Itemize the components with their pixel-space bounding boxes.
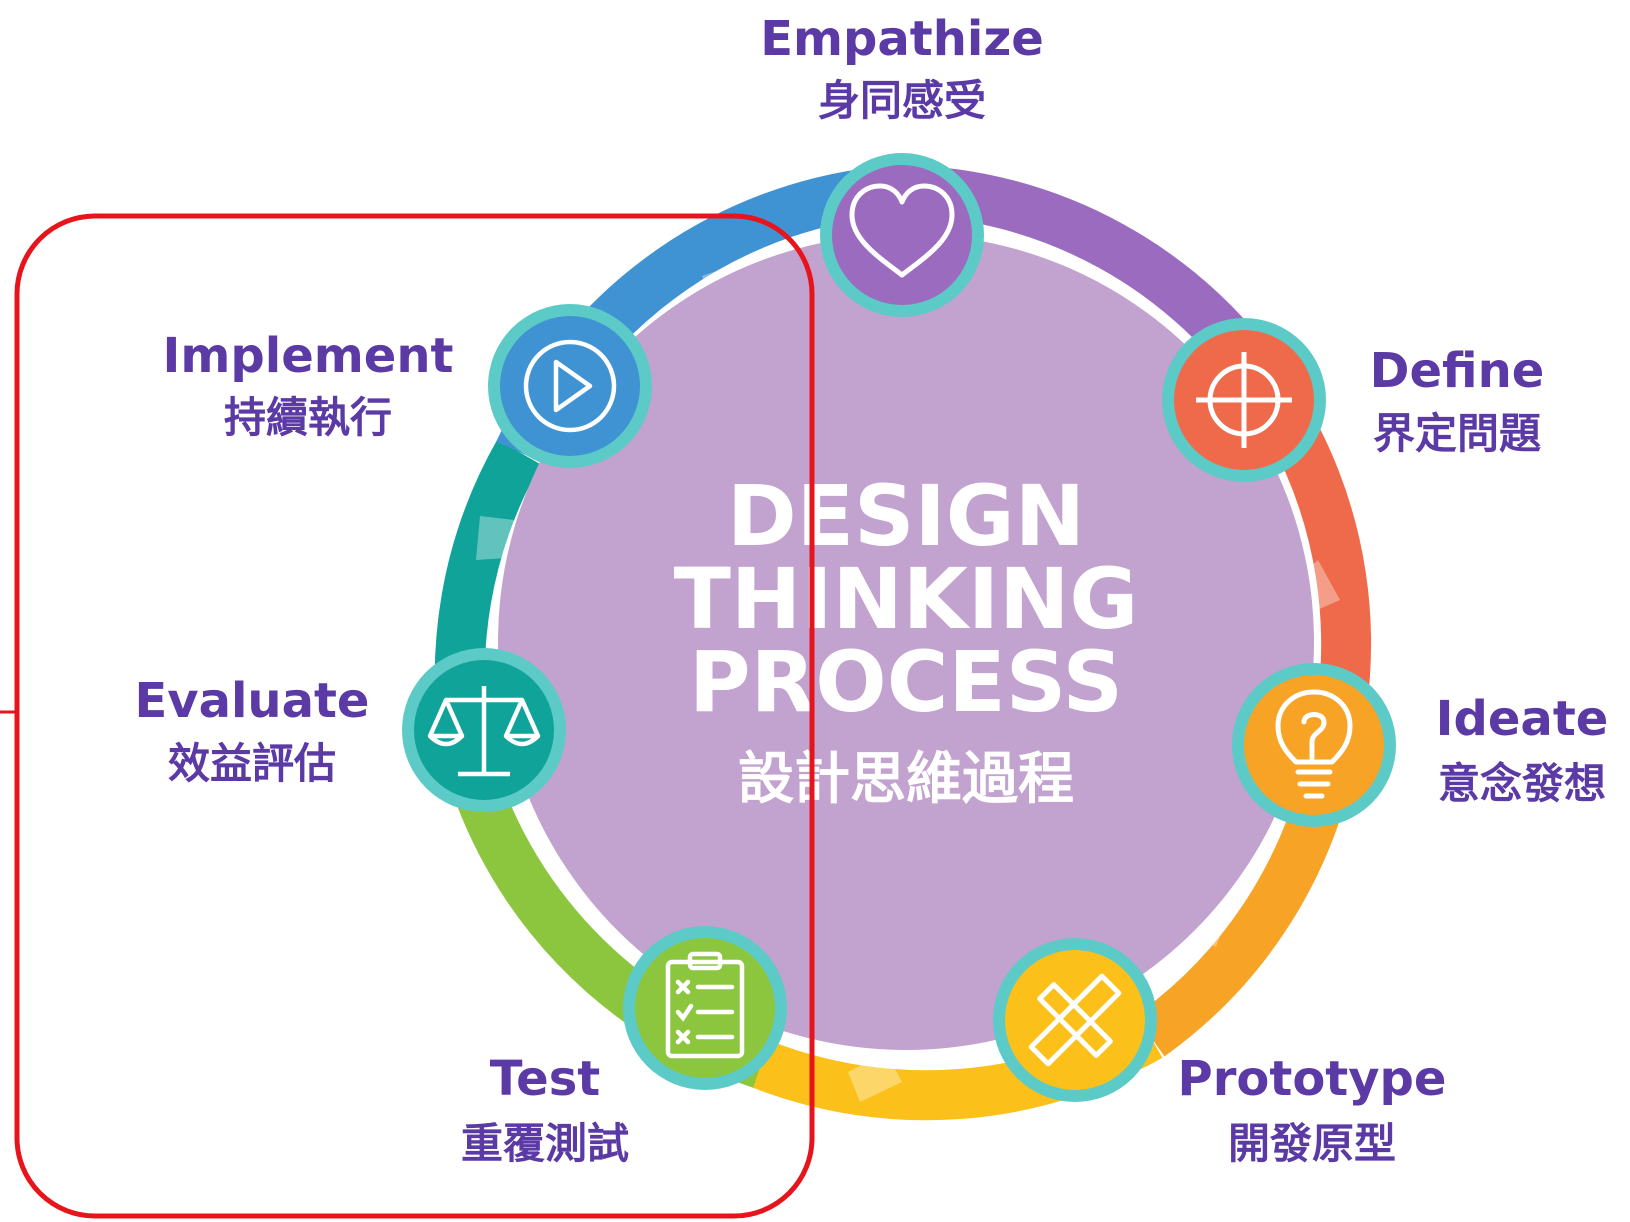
label-prototype-zh: 開發原型 xyxy=(1228,1119,1396,1168)
label-ideate-zh: 意念發想 xyxy=(1438,759,1606,808)
node-empathize xyxy=(820,153,984,317)
stage-labels: Empathize 身同感受 Define 界定問題 Ideate 意念發想 P… xyxy=(135,11,1609,1168)
clipboard-board xyxy=(665,959,745,1059)
ruler-pencil-icon xyxy=(1028,973,1122,1067)
label-empathize-en: Empathize xyxy=(760,11,1044,67)
lightbulb-filament xyxy=(1301,712,1327,761)
node-ideate xyxy=(1232,663,1396,827)
play-circle xyxy=(523,339,617,433)
center-title-zh: 設計思維過程 xyxy=(738,747,1074,812)
ruler-tick xyxy=(1068,999,1079,1010)
label-test-en: Test xyxy=(490,1051,600,1107)
node-prototype xyxy=(993,938,1157,1102)
ruler-shape xyxy=(1028,973,1122,1067)
check-mark-x xyxy=(675,1029,691,1045)
pencil-shape xyxy=(1037,982,1113,1058)
center-title-line-1: DESIGN xyxy=(727,467,1085,565)
label-implement-en: Implement xyxy=(163,328,454,384)
balance-scale-icon xyxy=(427,686,541,777)
center-title: DESIGN THINKING PROCESS 設計思維過程 xyxy=(674,467,1139,812)
node-implement xyxy=(488,304,652,468)
ring-chevron xyxy=(476,516,514,560)
node-test xyxy=(623,926,787,1090)
label-ideate-en: Ideate xyxy=(1436,691,1609,747)
label-empathize-zh: 身同感受 xyxy=(818,76,986,125)
ruler-tick xyxy=(1080,987,1091,998)
center-title-line-3: PROCESS xyxy=(689,633,1123,731)
lightbulb-icon xyxy=(1275,689,1353,799)
label-define-zh: 界定問題 xyxy=(1373,409,1541,458)
ring-chevron xyxy=(848,1052,902,1102)
label-implement-zh: 持續執行 xyxy=(224,393,392,442)
node-empathize-disc xyxy=(832,165,972,305)
checklist-clipboard-icon xyxy=(665,951,745,1059)
label-define-en: Define xyxy=(1370,343,1545,399)
center-title-line-2: THINKING xyxy=(674,550,1139,648)
scale-pan-right xyxy=(503,697,541,747)
node-evaluate xyxy=(402,648,566,812)
ruler-tick xyxy=(1056,1011,1067,1022)
play-triangle xyxy=(553,359,593,413)
node-prototype-disc xyxy=(1005,950,1145,1090)
label-evaluate-zh: 效益評估 xyxy=(168,739,336,788)
check-mark-tick xyxy=(675,1003,694,1022)
highlight-box xyxy=(14,213,815,1219)
label-test-zh: 重覆測試 xyxy=(461,1119,629,1168)
label-prototype-en: Prototype xyxy=(1178,1051,1447,1107)
scale-pan-left xyxy=(427,697,465,747)
center-disc xyxy=(498,234,1314,1050)
lightbulb-glass xyxy=(1275,689,1353,765)
play-icon xyxy=(523,339,617,433)
label-evaluate-en: Evaluate xyxy=(135,673,370,729)
check-mark-x xyxy=(675,979,691,995)
crosshair-target-icon xyxy=(1196,352,1292,448)
ring-chevron xyxy=(1186,897,1232,947)
heart-icon xyxy=(849,183,955,278)
node-define xyxy=(1162,318,1326,482)
clipboard-clip xyxy=(687,951,723,971)
node-implement-disc xyxy=(500,316,640,456)
